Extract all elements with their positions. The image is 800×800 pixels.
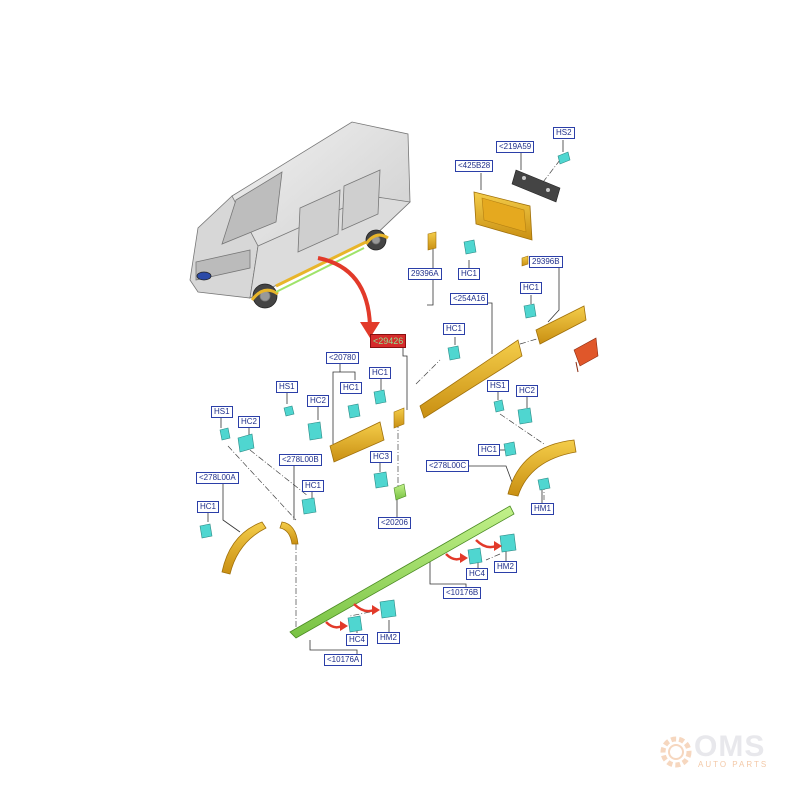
wheel-arch-278l00b — [279, 521, 299, 545]
callout-hc1-rear[interactable]: HC1 — [520, 282, 543, 294]
screw-hs1-front-icon — [283, 405, 295, 417]
callout-278l00b[interactable]: <278L00B — [279, 454, 322, 466]
callout-20780[interactable]: <20780 — [326, 352, 359, 364]
callout-425b28[interactable]: <425B28 — [455, 160, 494, 172]
clip-hc4-lower-icon — [347, 615, 363, 633]
van-illustration — [189, 121, 411, 309]
clip-hc1-front2-icon — [373, 389, 387, 405]
screw-hs1-left-icon — [219, 427, 231, 441]
side-molding-254a16 — [419, 339, 523, 419]
clip-hm2-upper-icon — [499, 533, 517, 553]
wheel-arch-278l00c — [507, 439, 577, 497]
small-trim-piece — [393, 407, 405, 429]
end-cap-red — [573, 337, 599, 373]
callout-hc1-molding[interactable]: HC1 — [443, 323, 466, 335]
callout-hm2-upper[interactable]: HM2 — [494, 561, 517, 573]
bracket-plate-219a59 — [511, 169, 561, 203]
callout-254a16[interactable]: <254A16 — [450, 293, 489, 305]
clip-hc2-rear-icon — [517, 407, 533, 425]
callout-10176a[interactable]: <10176A — [324, 654, 363, 666]
front-molding-20780 — [329, 421, 385, 463]
clip-hc1-front-icon — [347, 403, 361, 419]
clip-hc4-upper-icon — [467, 547, 483, 565]
watermark-logo: OMS AUTO PARTS — [656, 730, 776, 774]
callout-hs1-front[interactable]: HS1 — [276, 381, 298, 393]
clip-hc1-rear-icon — [523, 303, 537, 319]
bracket-20206 — [393, 483, 407, 501]
clip-hc1-arch-b-icon — [301, 497, 317, 515]
callout-hc2-left[interactable]: HC2 — [238, 416, 261, 428]
screw-hs2-icon — [557, 151, 571, 165]
gear-icon — [660, 736, 692, 768]
clip-hc3-icon — [373, 471, 389, 489]
callout-hc1-panel[interactable]: HC1 — [458, 268, 481, 280]
trim-panel-425b28 — [473, 191, 533, 241]
callout-hc3[interactable]: HC3 — [370, 451, 393, 463]
callout-278l00c[interactable]: <278L00C — [426, 460, 470, 472]
clip-hc1-arch-a-icon — [199, 523, 213, 539]
clip-hc1-arch-c-icon — [503, 441, 517, 457]
red-arrow-lower-b-icon — [353, 603, 375, 613]
callout-278l00a[interactable]: <278L00A — [196, 472, 239, 484]
callout-hs1-left[interactable]: HS1 — [211, 406, 233, 418]
callout-hs1-rear[interactable]: HS1 — [487, 380, 509, 392]
callout-hm2-lower[interactable]: HM2 — [377, 632, 400, 644]
callout-hs2[interactable]: HS2 — [553, 127, 575, 139]
callout-arrow-icon — [317, 256, 372, 327]
clip-hc1-molding-icon — [447, 345, 461, 361]
watermark-subtext: AUTO PARTS — [698, 760, 769, 769]
watermark-text: OMS — [694, 730, 766, 763]
callout-hc2-front[interactable]: HC2 — [307, 395, 330, 407]
clip-hs1-rear-icon — [493, 399, 505, 413]
sill-molding-10176 — [289, 505, 515, 639]
construction-lines — [227, 159, 561, 628]
callout-29396b[interactable]: 29396B — [529, 256, 563, 268]
callout-29426-highlighted[interactable]: <29426 — [370, 334, 407, 348]
red-arrow-lower-a-icon — [325, 621, 343, 629]
callout-arrowhead-icon — [360, 322, 380, 338]
callout-10176b[interactable]: <10176B — [443, 587, 482, 599]
clip-hc1-icon — [463, 239, 477, 255]
callout-hc4-lower[interactable]: HC4 — [346, 634, 369, 646]
callout-hc1-front-b[interactable]: HC1 — [369, 367, 392, 379]
red-arrow-upper-a-icon — [445, 553, 463, 561]
callout-20206[interactable]: <20206 — [378, 517, 411, 529]
clip-29396b-icon — [521, 255, 529, 267]
clip-hm1-icon — [537, 477, 551, 491]
callout-hc4-upper[interactable]: HC4 — [466, 568, 489, 580]
callout-hc1-arch-c[interactable]: HC1 — [478, 444, 501, 456]
clip-hc2-left-icon — [237, 433, 255, 453]
callout-hc1-arch-a[interactable]: HC1 — [197, 501, 220, 513]
callout-hm1[interactable]: HM1 — [531, 503, 554, 515]
callout-29396a[interactable]: 29396A — [408, 268, 442, 280]
clip-hm2-lower-icon — [379, 599, 397, 619]
red-arrow-upper-b-icon — [475, 539, 497, 549]
wheel-arch-278l00a — [221, 521, 267, 575]
clip-29396a-icon — [427, 231, 437, 251]
rear-molding — [535, 305, 587, 345]
callout-hc2-rear[interactable]: HC2 — [516, 385, 539, 397]
callout-219a59[interactable]: <219A59 — [496, 141, 535, 153]
callout-hc1-front-a[interactable]: HC1 — [340, 382, 363, 394]
clip-hc2-front-icon — [307, 421, 323, 441]
callout-hc1-arch-b[interactable]: HC1 — [302, 480, 325, 492]
